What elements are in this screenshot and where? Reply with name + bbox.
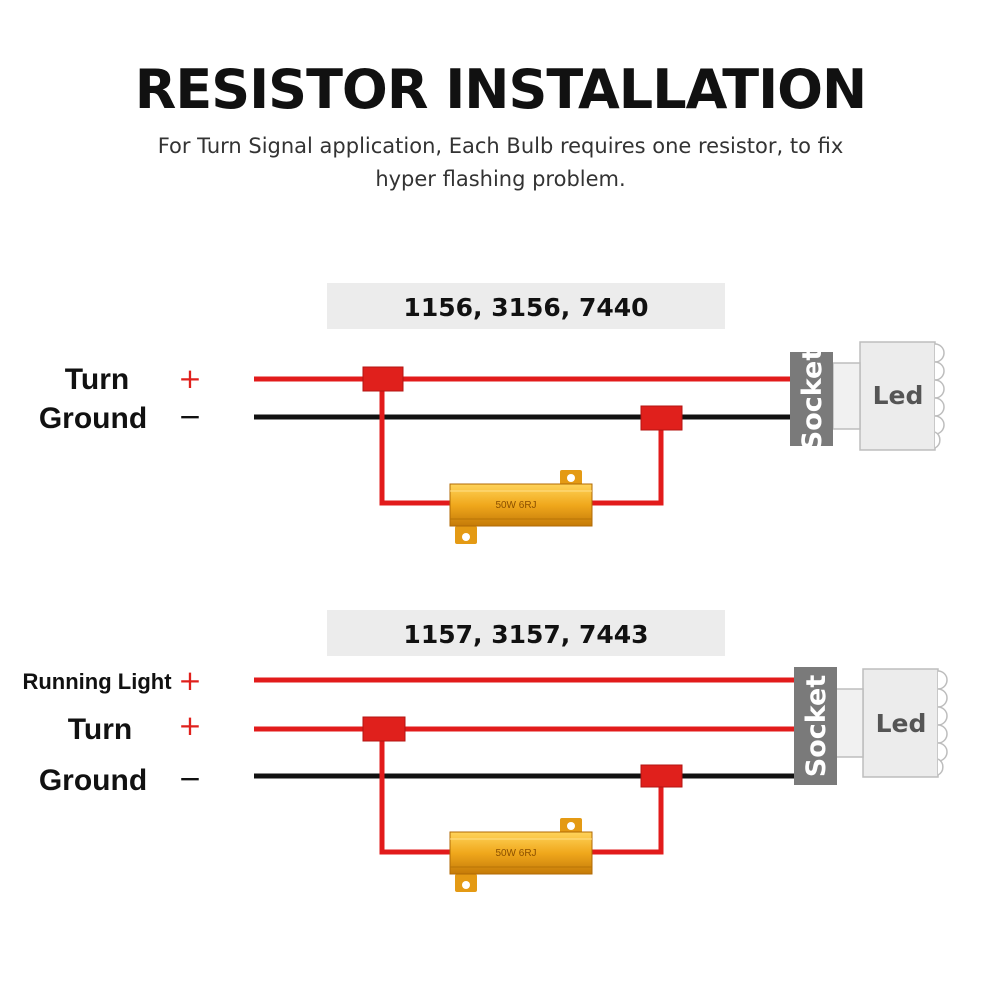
model-numbers: 1156, 3156, 7440: [403, 293, 648, 322]
resistor-label: 50W 6RJ: [495, 500, 536, 511]
positive-sign: +: [178, 362, 201, 395]
tap-connector-turn: [362, 366, 404, 392]
resistor-lead-turn: [379, 379, 450, 506]
led-chips: [934, 343, 945, 449]
bulb-assembly: Led Socket: [794, 667, 948, 785]
socket-neck: [835, 688, 864, 758]
led-label: Led: [876, 709, 927, 738]
led-body: [859, 341, 936, 451]
load-resistor: 50W 6RJ: [449, 470, 593, 544]
negative-sign: −: [178, 400, 201, 433]
tap-connector-ground: [640, 405, 683, 431]
model-banner: [327, 610, 725, 656]
turn-label: Turn: [68, 713, 132, 746]
tap-connector-ground: [640, 764, 683, 788]
resistor-lead-ground: [592, 776, 664, 855]
led-chips: [937, 670, 948, 776]
diagram-2: 1157, 3157, 7443 Running Light + Turn + …: [22, 610, 948, 892]
page-title: RESISTOR INSTALLATION: [134, 58, 868, 121]
resistor-lead-ground: [592, 417, 664, 506]
ground-label: Ground: [39, 402, 147, 435]
positive-sign: +: [178, 664, 201, 697]
socket-neck: [832, 362, 861, 430]
socket-label: Socket: [797, 348, 828, 451]
positive-sign: +: [178, 709, 201, 742]
led-label: Led: [873, 381, 924, 410]
socket-block: [794, 667, 837, 785]
diagram-1: 1156, 3156, 7440 Turn + Ground − 50W 6RJ: [39, 283, 945, 544]
running-light-label: Running Light: [22, 669, 172, 694]
socket-block: [790, 352, 833, 446]
ground-label: Ground: [39, 764, 147, 797]
resistor-lead-turn: [379, 729, 450, 855]
resistor-label: 50W 6RJ: [495, 848, 536, 859]
load-resistor: 50W 6RJ: [449, 818, 593, 892]
led-body: [862, 668, 939, 778]
tap-connector-turn: [362, 716, 406, 742]
turn-label: Turn: [65, 363, 129, 396]
page-subtitle: For Turn Signal application, Each Bulb r…: [157, 134, 844, 191]
socket-label: Socket: [801, 675, 832, 778]
model-banner: [327, 283, 725, 329]
bulb-assembly: Led Socket: [790, 341, 945, 451]
negative-sign: −: [178, 762, 201, 795]
model-numbers: 1157, 3157, 7443: [403, 620, 648, 649]
